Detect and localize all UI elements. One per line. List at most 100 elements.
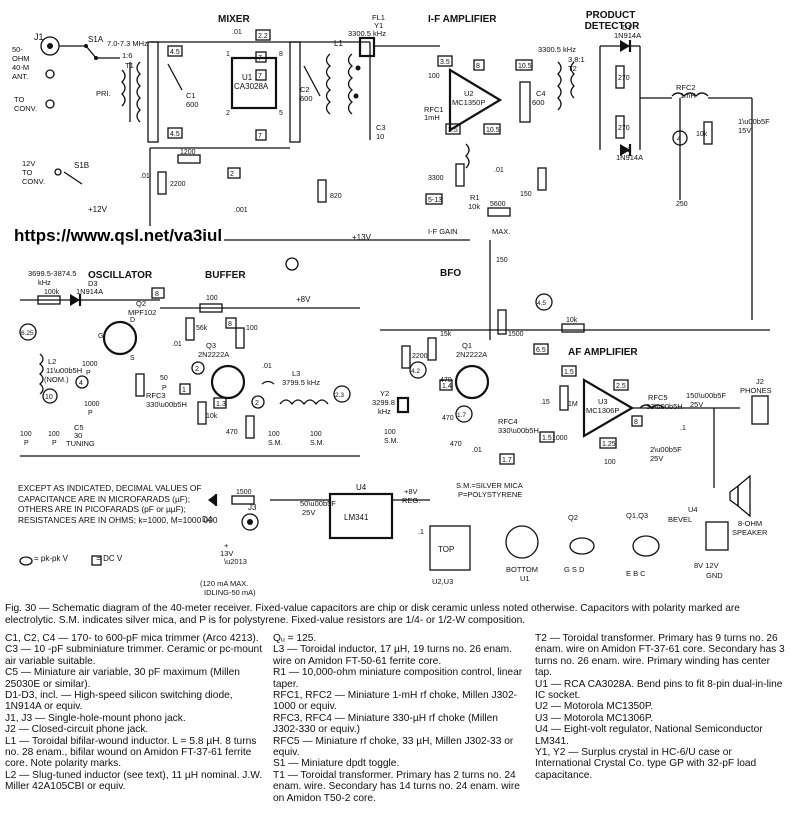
svg-text:100k: 100k (44, 289, 60, 296)
parts-column-2: Qᵤ = 125. L3 — Toroidal inductor, 17 µH,… (273, 633, 525, 804)
svg-text:1: 1 (182, 387, 186, 394)
svg-text:4.5: 4.5 (537, 300, 546, 307)
svg-text:270: 270 (618, 125, 630, 132)
u4-regulator (328, 492, 394, 540)
svg-text:100: 100 (206, 295, 218, 302)
part-entry: D1-D3, incl. — High-speed silicon switch… (5, 690, 233, 713)
u2u3-pin-label: U2,U3 (432, 577, 453, 586)
pri-label: PRI. (96, 89, 111, 98)
j1-label: J1 (34, 32, 44, 42)
svg-text:10k: 10k (566, 317, 578, 324)
source-url[interactable]: https://www.qsl.net/va3iul (12, 226, 225, 246)
parts-column-3: T2 — Toroidal transformer. Primary has 9… (535, 633, 787, 781)
buffer-title: BUFFER (205, 270, 246, 281)
svg-text:100: 100 (310, 431, 322, 438)
svg-text:470: 470 (442, 415, 454, 422)
svg-text:P: P (162, 385, 167, 392)
part-entry: RFC3, RFC4 — Miniature 330-µH rf choke (… (273, 712, 498, 736)
svg-text:2: 2 (230, 171, 234, 178)
svg-text:10k: 10k (696, 131, 708, 138)
l1-label: L1 (334, 39, 343, 48)
q1q3-package (632, 535, 660, 557)
part-entry: U1 — RCA CA3028A. Bend pins to fit 8-pin… (535, 678, 783, 702)
svg-text:470: 470 (226, 429, 238, 436)
c-01-mixer: .01 (232, 29, 242, 36)
svg-text:8: 8 (155, 291, 159, 298)
svg-text:.001: .001 (234, 207, 248, 214)
svg-text:1.5: 1.5 (542, 435, 552, 442)
if-gain-label: I-F GAIN (428, 227, 458, 236)
part-entry: C5 — Miniature air variable, 30 pF maxim… (5, 667, 240, 690)
if-amp-title: I-F AMPLIFIER (428, 14, 497, 25)
part-entry: U2 — Motorola MC1350P. (535, 701, 654, 713)
part-entry: L2 — Slug-tuned inductor (see text), 11 … (5, 769, 263, 793)
svg-text:.1: .1 (680, 425, 686, 432)
svg-text:4.5: 4.5 (170, 131, 180, 138)
svg-text:3.5: 3.5 (440, 59, 450, 66)
svg-text:10.5: 10.5 (486, 127, 500, 134)
d4-label: D4 (202, 515, 213, 524)
u4-pins-label: 8V 12V (694, 561, 719, 570)
q1q3-pin-label: E B C (626, 569, 646, 578)
current-label: (120 mA MAX.IDLING-50 mA) (200, 579, 256, 597)
speaker-icon (729, 484, 739, 508)
svg-text:1.5: 1.5 (564, 369, 574, 376)
svg-text:5600: 5600 (490, 201, 506, 208)
svg-text:2200: 2200 (412, 353, 428, 360)
svg-text:G: G (98, 333, 103, 340)
dc-v-legend: = DC V (96, 554, 123, 563)
svg-text:1.4: 1.4 (442, 383, 452, 390)
svg-text:1500: 1500 (508, 331, 524, 338)
product-detector-line: DETECTOR (585, 21, 641, 32)
svg-text:.01: .01 (494, 167, 504, 174)
u1-socket (505, 525, 539, 559)
u4-pin-title: U4 (688, 505, 698, 514)
svg-text:1.7: 1.7 (502, 457, 512, 464)
legend: = pk-pk V = DC V (18, 554, 122, 563)
part-entry: C1, C2, C4 — 170- to 600-pF mica trimmer… (5, 633, 259, 644)
part-entry: L1 — Toroidal bifilar-wound inductor. L … (5, 735, 257, 770)
svg-text:2.2: 2.2 (258, 33, 268, 40)
svg-text:5: 5 (279, 110, 283, 117)
svg-text:1000: 1000 (84, 401, 100, 408)
q2-pin-title: Q2 (568, 513, 578, 522)
svg-text:1.25: 1.25 (602, 441, 616, 448)
receiver-schematic: MIXER I-F AMPLIFIER PRODUCT DETECTOR OSC… (12, 10, 772, 597)
part-entry: S1 — Miniature dpdt toggle. (273, 758, 400, 770)
part-entry: RFC5 — Miniature rf choke, 33 µH, Millen… (273, 735, 514, 759)
svg-text:2: 2 (195, 366, 199, 373)
svg-text:250: 250 (676, 201, 688, 208)
svg-text:2.5: 2.5 (616, 383, 626, 390)
q2-pin-label: G S D (564, 565, 585, 574)
svg-text:4.2: 4.2 (411, 368, 420, 375)
part-entry: C3 — 10 -pF subminiature trimmer. Cerami… (5, 644, 263, 667)
svg-text:1: 1 (226, 51, 230, 58)
parts-column-1: C1, C2, C4 — 170- to 600-pF mica trimmer… (5, 633, 267, 793)
s1a-label: S1A (88, 35, 104, 44)
max-label: MAX. (492, 227, 510, 236)
svg-text:1200: 1200 (180, 149, 196, 156)
svg-text:S: S (130, 355, 135, 362)
khz-label: 3300.5 kHz (538, 45, 576, 54)
figure-caption: Fig. 30 — Schematic diagram of the 40-me… (5, 603, 740, 626)
svg-text:100: 100 (48, 431, 60, 438)
svg-text:4: 4 (79, 380, 83, 387)
j3-jack (241, 513, 259, 531)
